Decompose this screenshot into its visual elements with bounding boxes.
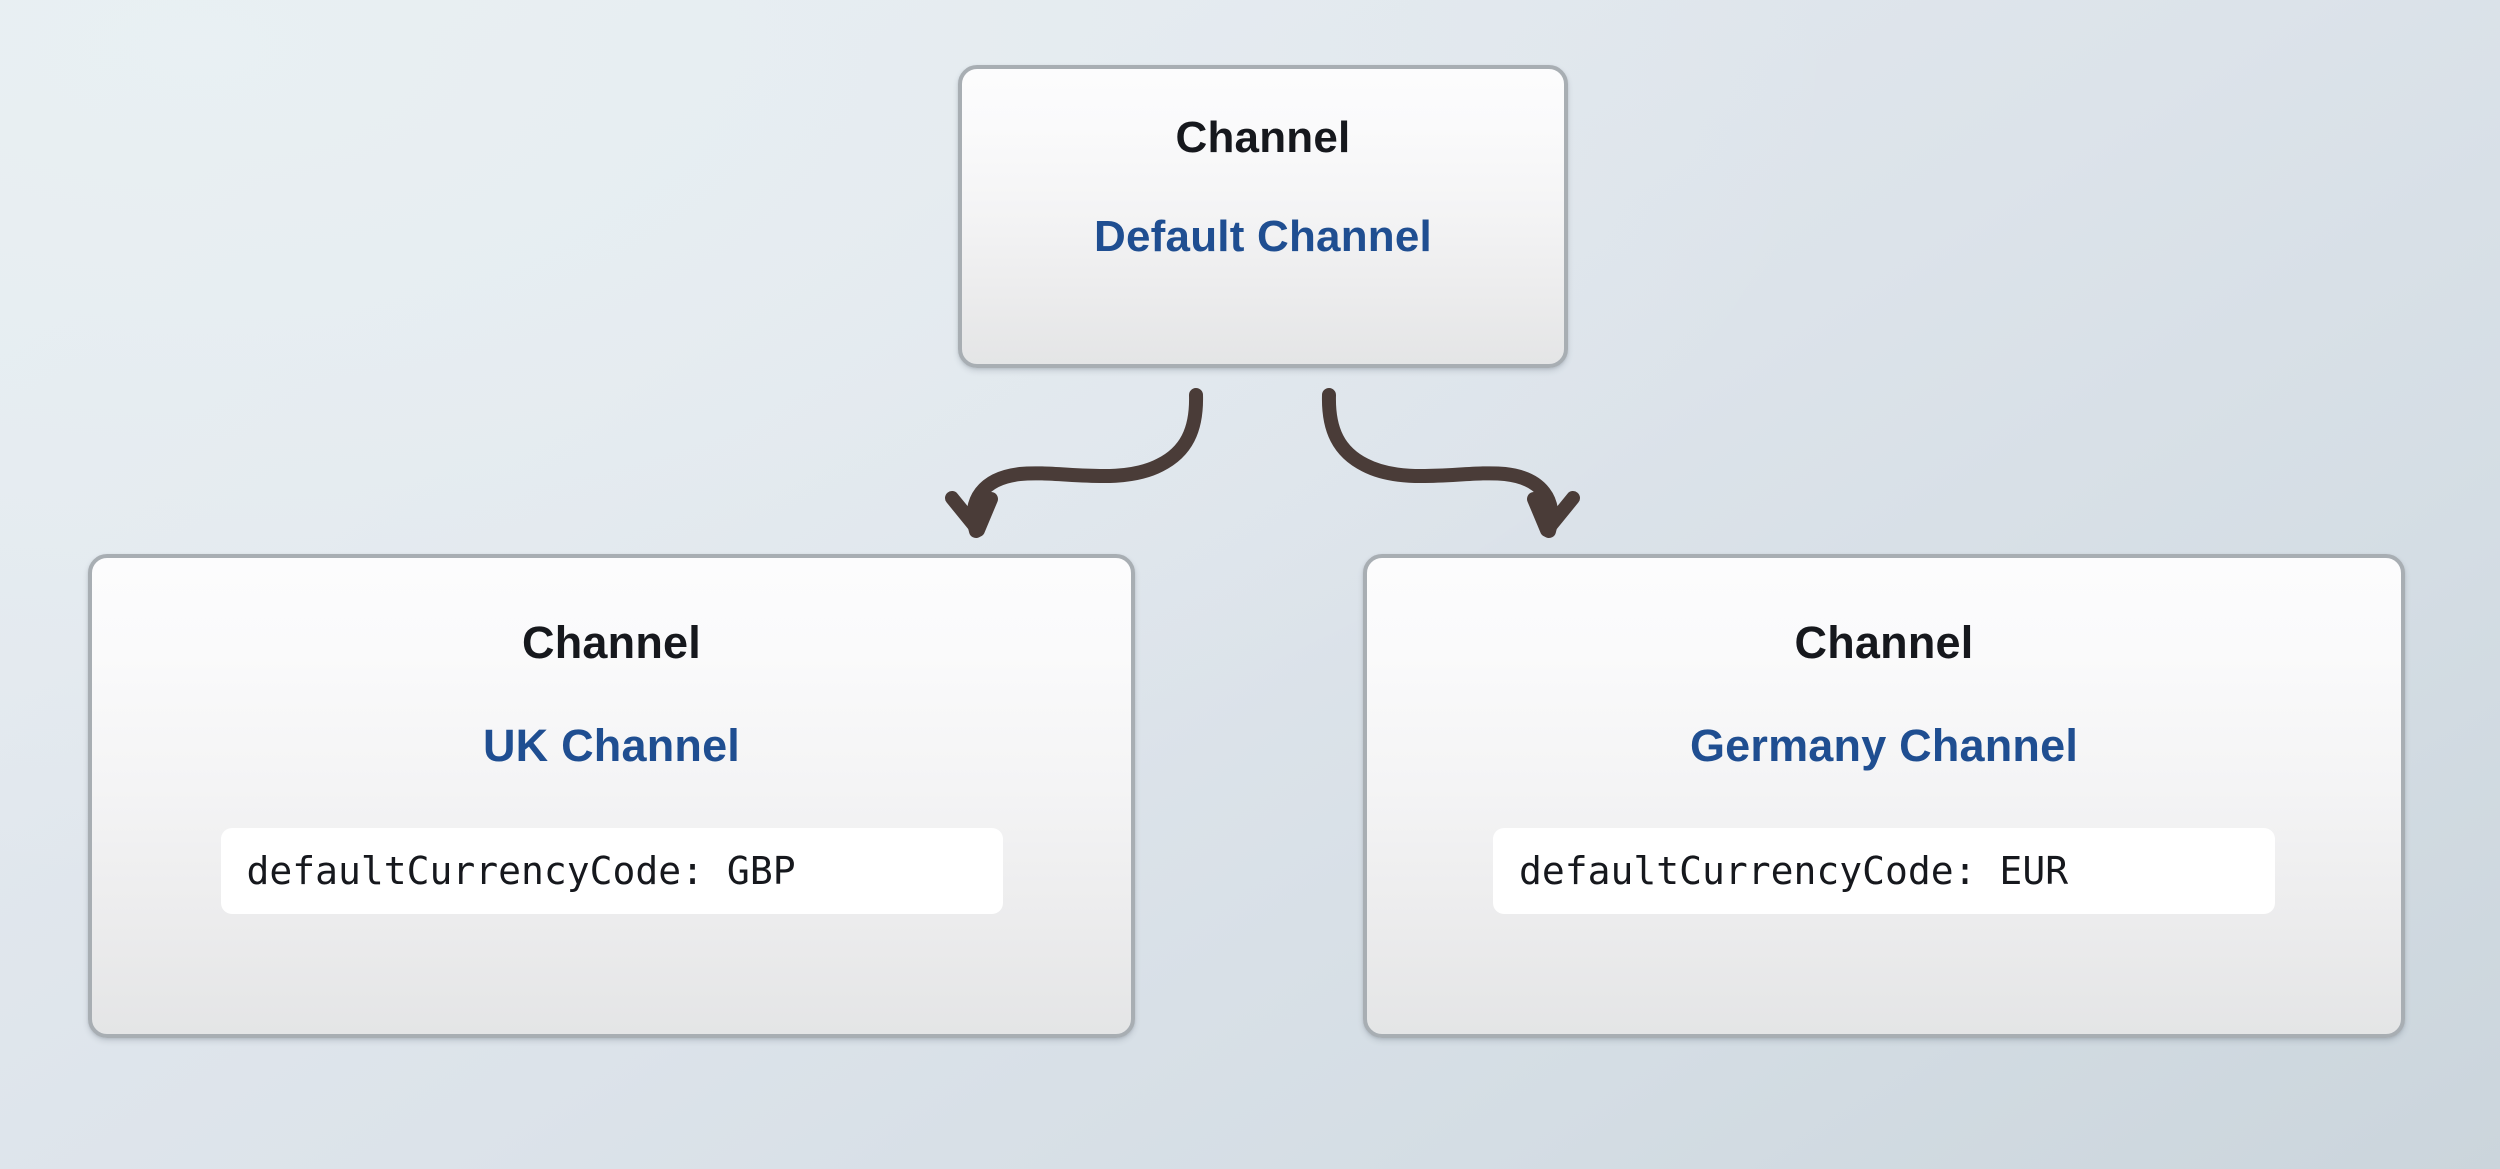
edge-root-to-germany-path xyxy=(1321,388,1559,538)
edge-root-to-uk-path xyxy=(966,388,1204,538)
node-type-label: Channel xyxy=(1794,617,1974,668)
node-type-label: Channel xyxy=(522,617,701,668)
node-card-germany-channel[interactable]: Channel Germany Channel defaultCurrencyC… xyxy=(1363,554,2405,1038)
edge-root-to-germany-arrowhead xyxy=(1527,491,1580,537)
node-name-label: UK Channel xyxy=(482,720,740,771)
node-type-label: Channel xyxy=(1175,113,1351,162)
node-name-label: Germany Channel xyxy=(1689,720,2079,771)
edge-root-to-germany xyxy=(1321,388,1580,538)
node-name-label: Default Channel xyxy=(1094,212,1432,261)
node-card-default-channel[interactable]: Channel Default Channel xyxy=(958,65,1568,368)
edge-root-to-uk-arrowhead xyxy=(945,491,998,537)
node-card-uk-channel[interactable]: Channel UK Channel defaultCurrencyCode: … xyxy=(88,554,1135,1038)
edge-root-to-uk xyxy=(945,388,1204,538)
node-property-default-currency-code: defaultCurrencyCode: EUR xyxy=(1493,828,2275,914)
node-property-default-currency-code: defaultCurrencyCode: GBP xyxy=(220,828,1003,914)
